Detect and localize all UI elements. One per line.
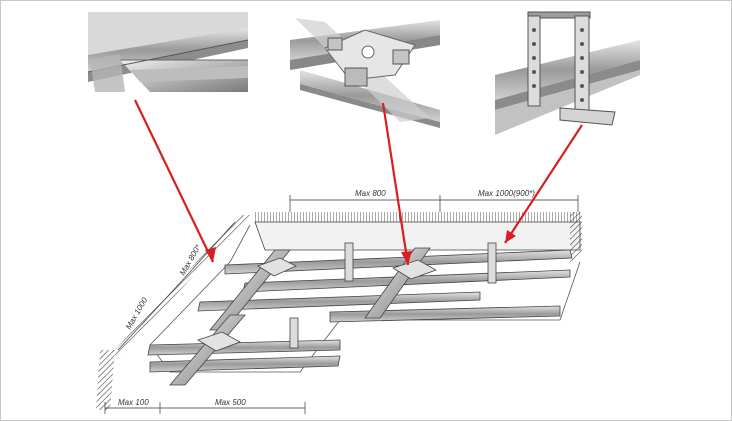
dim-top-right: Max 1000(900*) [478,189,535,198]
callout-arrow-crab-connector [381,102,412,266]
callout-arrow-direct-hanger [504,124,583,244]
dim-bottom-left: Max 100 [118,398,149,407]
callout-arrows [134,99,583,266]
profile-joint-photo [87,12,249,92]
direct-hanger-photo [495,11,640,135]
callout-arrow-profile-joint [134,99,216,263]
dim-top-left: Max 800 [355,189,386,198]
dim-bottom-right: Max 500 [215,398,246,407]
ceiling-layout: Max 800 Max 1000(900*) Max 800* Max 1000… [96,189,582,414]
crab-connector-photo [290,18,440,128]
